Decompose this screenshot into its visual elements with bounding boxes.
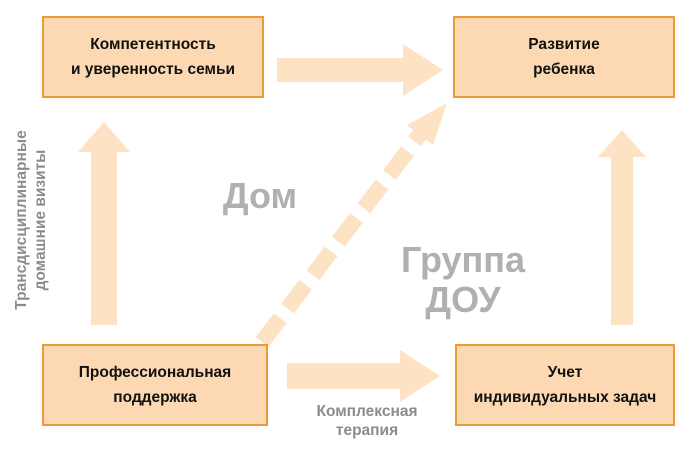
box-child-development-text: Развитие ребенка [528, 32, 599, 82]
arrow-support-to-competence [78, 122, 130, 325]
box-professional-support: Профессиональная поддержка [42, 344, 268, 426]
label-complex-therapy-line2: терапия [335, 422, 399, 439]
box-family-competence-line1: Компетентность [90, 36, 216, 53]
box-professional-support-text: Профессиональная поддержка [79, 360, 231, 410]
box-family-competence-line2: и уверенность семьи [70, 61, 236, 78]
arrow-support-to-tasks [287, 350, 440, 402]
box-child-development-line1: Развитие [528, 36, 600, 53]
arrow-support-to-development-dashed [255, 103, 447, 347]
box-individual-tasks: Учет индивидуальных задач [455, 344, 675, 426]
label-home-visits: Трансдисциплинарные домашние визиты [12, 80, 50, 360]
box-professional-support-line1: Профессиональная [78, 364, 232, 381]
label-complex-therapy-line1: Комплексная [316, 403, 418, 420]
label-home-visits-line1: Трансдисциплинарные [13, 130, 30, 310]
box-professional-support-line2: поддержка [113, 389, 197, 406]
label-group-line1: Группа [400, 239, 526, 280]
label-group-line2: ДОУ [425, 279, 501, 320]
arrow-competence-to-development [277, 44, 443, 96]
box-individual-tasks-text: Учет индивидуальных задач [474, 360, 656, 410]
box-family-competence: Компетентность и уверенность семьи [42, 16, 264, 98]
box-child-development-line2: ребенка [533, 61, 595, 78]
label-group: Группа ДОУ [378, 240, 548, 320]
label-home: Дом [222, 175, 298, 216]
box-child-development: Развитие ребенка [453, 16, 675, 98]
box-family-competence-text: Компетентность и уверенность семьи [71, 32, 235, 82]
label-home-visits-line2: домашние визиты [32, 149, 49, 291]
label-complex-therapy: Комплексная терапия [282, 402, 452, 440]
box-individual-tasks-line2: индивидуальных задач [473, 389, 657, 406]
box-individual-tasks-line1: Учет [547, 364, 583, 381]
arrow-tasks-to-development [598, 130, 646, 325]
